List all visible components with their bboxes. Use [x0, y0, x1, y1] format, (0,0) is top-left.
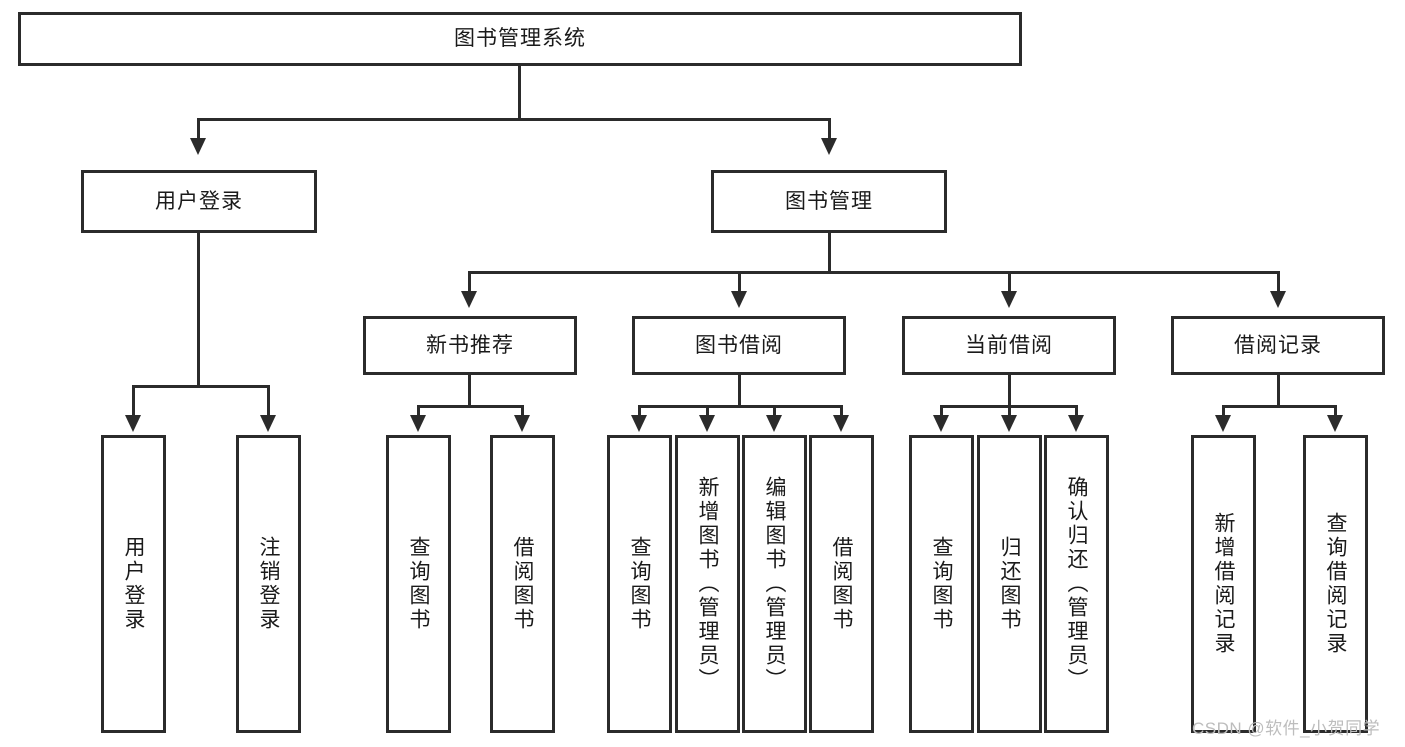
arrowhead-borrow-record — [1270, 291, 1286, 308]
node-current-borrow[interactable]: 当前借阅 — [902, 316, 1116, 375]
connector-drop-leaf-new-book-2 — [521, 405, 524, 417]
connector-drop-new-book — [468, 271, 471, 293]
node-leaf-query-book-borrow[interactable]: 查询图书 — [607, 435, 672, 733]
arrowhead-leaf-current-borrow-1 — [933, 415, 949, 432]
arrowhead-new-book — [461, 291, 477, 308]
node-root-book-management-system[interactable]: 图书管理系统 — [18, 12, 1022, 66]
connector-bus-new-book — [417, 405, 524, 408]
arrowhead-leaf-user-login-1 — [125, 415, 141, 432]
node-label: 编辑图书（管理员） — [763, 476, 786, 692]
node-label: 查询借阅记录 — [1324, 512, 1347, 656]
connector-drop-leaf-current-borrow-1 — [940, 405, 943, 417]
node-label: 图书管理 — [785, 189, 873, 213]
node-label: 借阅图书 — [830, 536, 853, 632]
arrowhead-leaf-current-borrow-3 — [1068, 415, 1084, 432]
arrowhead-user-login — [190, 138, 206, 155]
node-leaf-query-borrow-record[interactable]: 查询借阅记录 — [1303, 435, 1368, 733]
connector-drop-borrow-record — [1277, 271, 1280, 293]
connector-drop-book-borrow — [738, 271, 741, 293]
connector-stem-borrow-record — [1277, 375, 1280, 405]
node-leaf-confirm-return-admin[interactable]: 确认归还（管理员） — [1044, 435, 1109, 733]
node-leaf-return-book[interactable]: 归还图书 — [977, 435, 1042, 733]
arrowhead-leaf-borrow-record-1 — [1215, 415, 1231, 432]
node-leaf-borrow-book-recommend[interactable]: 借阅图书 — [490, 435, 555, 733]
arrowhead-leaf-user-login-2 — [260, 415, 276, 432]
connector-drop-leaf-borrow-record-2 — [1334, 405, 1337, 417]
arrowhead-leaf-book-borrow-1 — [631, 415, 647, 432]
connector-drop-user-login — [197, 118, 200, 140]
node-label: 归还图书 — [998, 536, 1021, 632]
node-label: 用户登录 — [122, 536, 145, 632]
arrowhead-book-borrow — [731, 291, 747, 308]
connector-drop-leaf-book-borrow-4 — [840, 405, 843, 417]
connector-stem-book-borrow — [738, 375, 741, 405]
node-user-login[interactable]: 用户登录 — [81, 170, 317, 233]
node-book-management[interactable]: 图书管理 — [711, 170, 947, 233]
connector-bus-level1 — [197, 118, 831, 121]
node-book-borrow[interactable]: 图书借阅 — [632, 316, 846, 375]
connector-stem-new-book — [468, 375, 471, 405]
arrowhead-leaf-current-borrow-2 — [1001, 415, 1017, 432]
node-borrow-record[interactable]: 借阅记录 — [1171, 316, 1385, 375]
node-leaf-add-borrow-record[interactable]: 新增借阅记录 — [1191, 435, 1256, 733]
connector-root-stem — [518, 66, 521, 118]
connector-stem-current-borrow — [1008, 375, 1011, 405]
node-label: 新增借阅记录 — [1212, 512, 1235, 656]
node-leaf-add-book-admin[interactable]: 新增图书（管理员） — [675, 435, 740, 733]
connector-drop-leaf-book-borrow-2 — [706, 405, 709, 417]
connector-bus-level3 — [468, 271, 1280, 274]
connector-bus-user-login — [132, 385, 270, 388]
node-leaf-borrow-book[interactable]: 借阅图书 — [809, 435, 874, 733]
arrowhead-current-borrow — [1001, 291, 1017, 308]
connector-drop-book-management — [828, 118, 831, 140]
arrowhead-leaf-new-book-2 — [514, 415, 530, 432]
connector-bus-book-borrow — [638, 405, 843, 408]
connector-drop-leaf-user-login-1 — [132, 385, 135, 417]
connector-drop-leaf-user-login-2 — [267, 385, 270, 417]
arrowhead-book-management — [821, 138, 837, 155]
connector-drop-leaf-borrow-record-1 — [1222, 405, 1225, 417]
connector-drop-leaf-current-borrow-3 — [1075, 405, 1078, 417]
node-leaf-edit-book-admin[interactable]: 编辑图书（管理员） — [742, 435, 807, 733]
connector-drop-leaf-new-book-1 — [417, 405, 420, 417]
node-label: 用户登录 — [155, 189, 243, 213]
connector-drop-leaf-current-borrow-2 — [1008, 405, 1011, 417]
node-label: 查询图书 — [628, 536, 651, 632]
connector-drop-leaf-book-borrow-3 — [773, 405, 776, 417]
node-leaf-query-book-current[interactable]: 查询图书 — [909, 435, 974, 733]
node-label: 借阅记录 — [1234, 333, 1322, 357]
arrowhead-leaf-book-borrow-4 — [833, 415, 849, 432]
connector-drop-leaf-book-borrow-1 — [638, 405, 641, 417]
arrowhead-leaf-new-book-1 — [410, 415, 426, 432]
node-leaf-query-book-recommend[interactable]: 查询图书 — [386, 435, 451, 733]
node-label: 借阅图书 — [511, 536, 534, 632]
node-label: 图书借阅 — [695, 333, 783, 357]
connector-bus-borrow-record — [1222, 405, 1337, 408]
connector-stem-book-management — [828, 233, 831, 271]
csdn-watermark: CSDN @软件_小贺同学 — [1192, 719, 1381, 738]
node-label: 查询图书 — [407, 536, 430, 632]
node-label: 新书推荐 — [426, 333, 514, 357]
node-leaf-user-login[interactable]: 用户登录 — [101, 435, 166, 733]
arrowhead-leaf-borrow-record-2 — [1327, 415, 1343, 432]
node-label: 图书管理系统 — [454, 27, 586, 51]
node-label: 查询图书 — [930, 536, 953, 632]
node-label: 注销登录 — [257, 536, 280, 632]
node-leaf-logout-login[interactable]: 注销登录 — [236, 435, 301, 733]
arrowhead-leaf-book-borrow-3 — [766, 415, 782, 432]
node-label: 确认归还（管理员） — [1065, 476, 1088, 692]
arrowhead-leaf-book-borrow-2 — [699, 415, 715, 432]
node-new-book-recommend[interactable]: 新书推荐 — [363, 316, 577, 375]
connector-stem-user-login — [197, 233, 200, 385]
node-label: 新增图书（管理员） — [696, 476, 719, 692]
connector-drop-current-borrow — [1008, 271, 1011, 293]
node-label: 当前借阅 — [965, 333, 1053, 357]
